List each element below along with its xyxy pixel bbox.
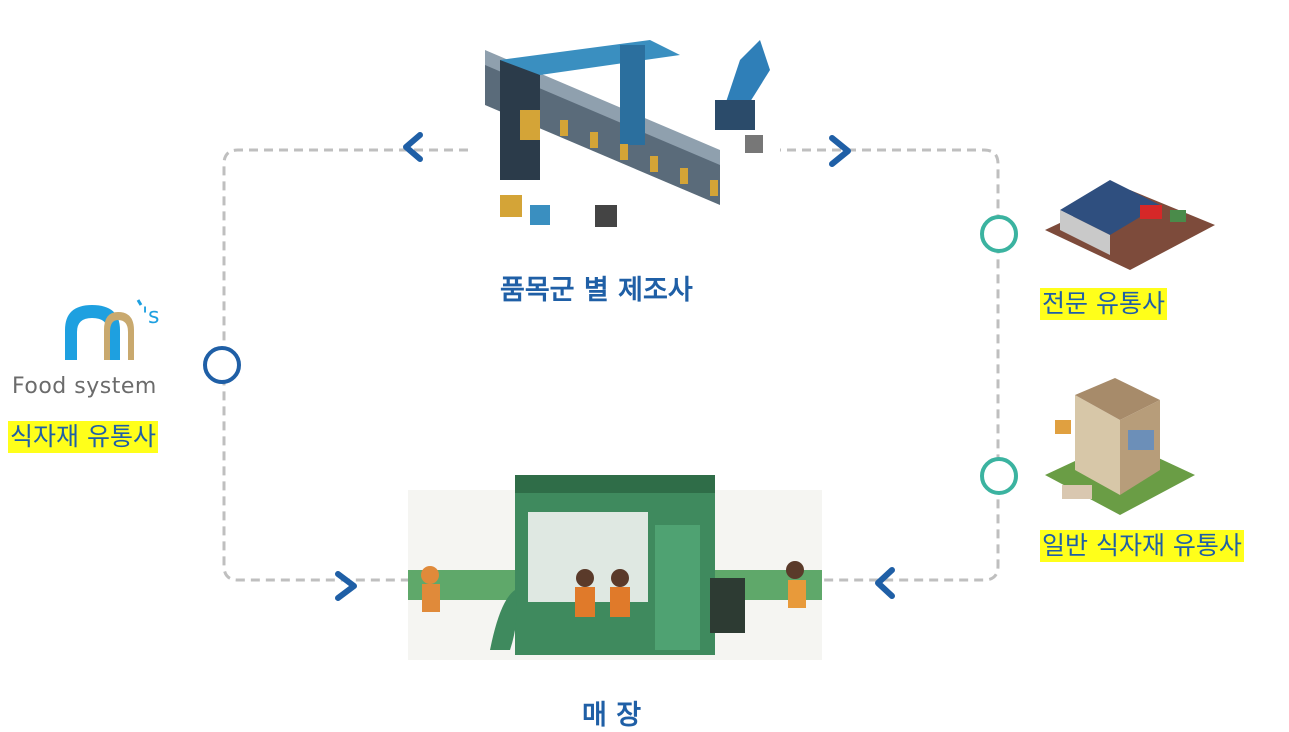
- node-general-distributor: [980, 457, 1018, 495]
- arrow-right-top: [829, 135, 851, 167]
- general-distributor-label: 일반 식자재 유통사: [1040, 530, 1244, 562]
- logo-text: Food system: [12, 374, 157, 399]
- shop-building-illustration: [1045, 378, 1195, 515]
- node-food-distributor: [203, 346, 241, 384]
- arrow-left-bottom: [875, 567, 895, 599]
- manufacturer-label: 품목군 별 제조사: [500, 275, 693, 306]
- logo-suffix: 's: [142, 304, 160, 329]
- food-distributor-label: 식자재 유통사: [8, 421, 158, 453]
- right-flow-line: [772, 148, 1000, 582]
- arrow-left-top: [403, 132, 423, 162]
- warehouse-illustration: [1045, 180, 1215, 270]
- ms-logo-mark: 's: [65, 299, 160, 360]
- factory-illustration: [480, 10, 780, 240]
- node-specialty-distributor: [980, 215, 1018, 253]
- arrow-right-bottom: [335, 571, 357, 601]
- store-illustration: [408, 475, 822, 660]
- flow-arrows: [335, 132, 895, 601]
- store-label: 매 장: [582, 700, 642, 731]
- specialty-distributor-label: 전문 유통사: [1040, 288, 1167, 320]
